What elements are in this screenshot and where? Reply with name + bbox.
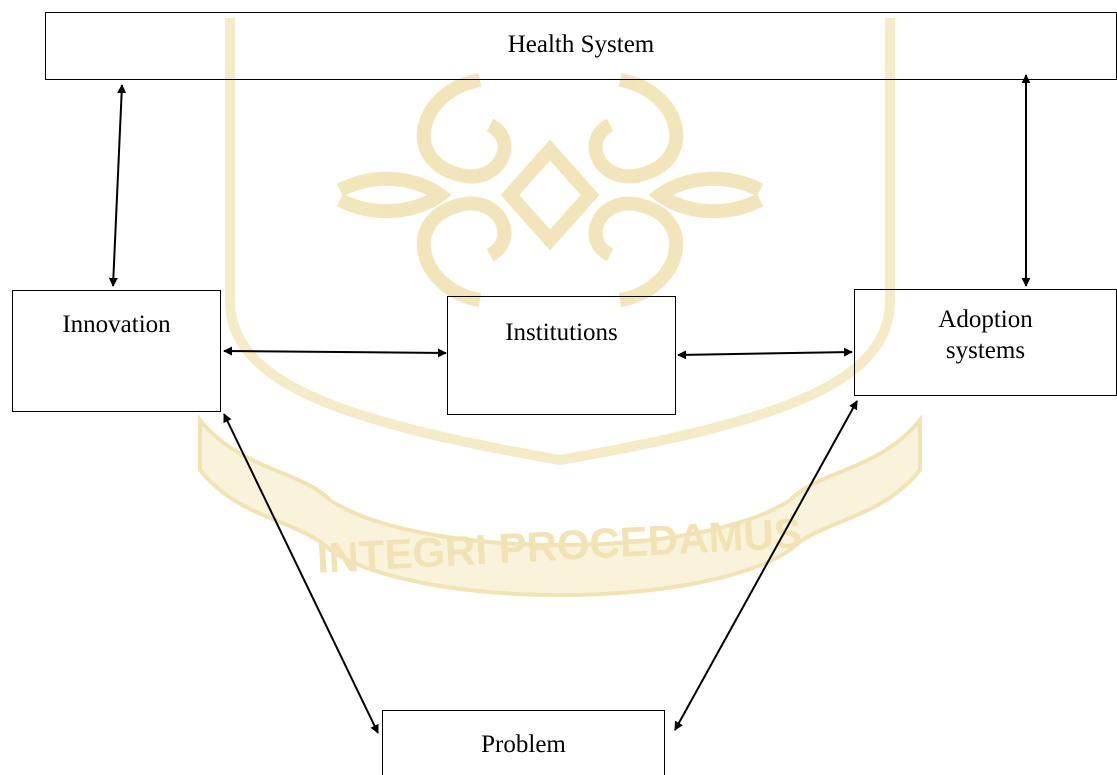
arrow-institutions-adoption — [677, 347, 853, 360]
health-system-label: Health System — [507, 31, 655, 58]
adoption-label-line1: Adoption — [938, 306, 1033, 333]
health-system-box: Health System — [45, 12, 1117, 80]
arrow-adoption-problem — [674, 400, 858, 731]
problem-box: Problem — [382, 710, 665, 775]
institutions-box: Institutions — [447, 296, 676, 415]
institutions-label: Institutions — [505, 319, 618, 346]
adoption-label-line2: systems — [945, 337, 1026, 365]
arrow-innovation-problem — [223, 413, 379, 734]
arrow-innovation-institutions — [223, 346, 447, 358]
problem-label: Problem — [481, 731, 566, 758]
innovation-label: Innovation — [62, 311, 171, 338]
innovation-box: Innovation — [12, 290, 221, 412]
arrow-health-innovation — [108, 84, 127, 287]
